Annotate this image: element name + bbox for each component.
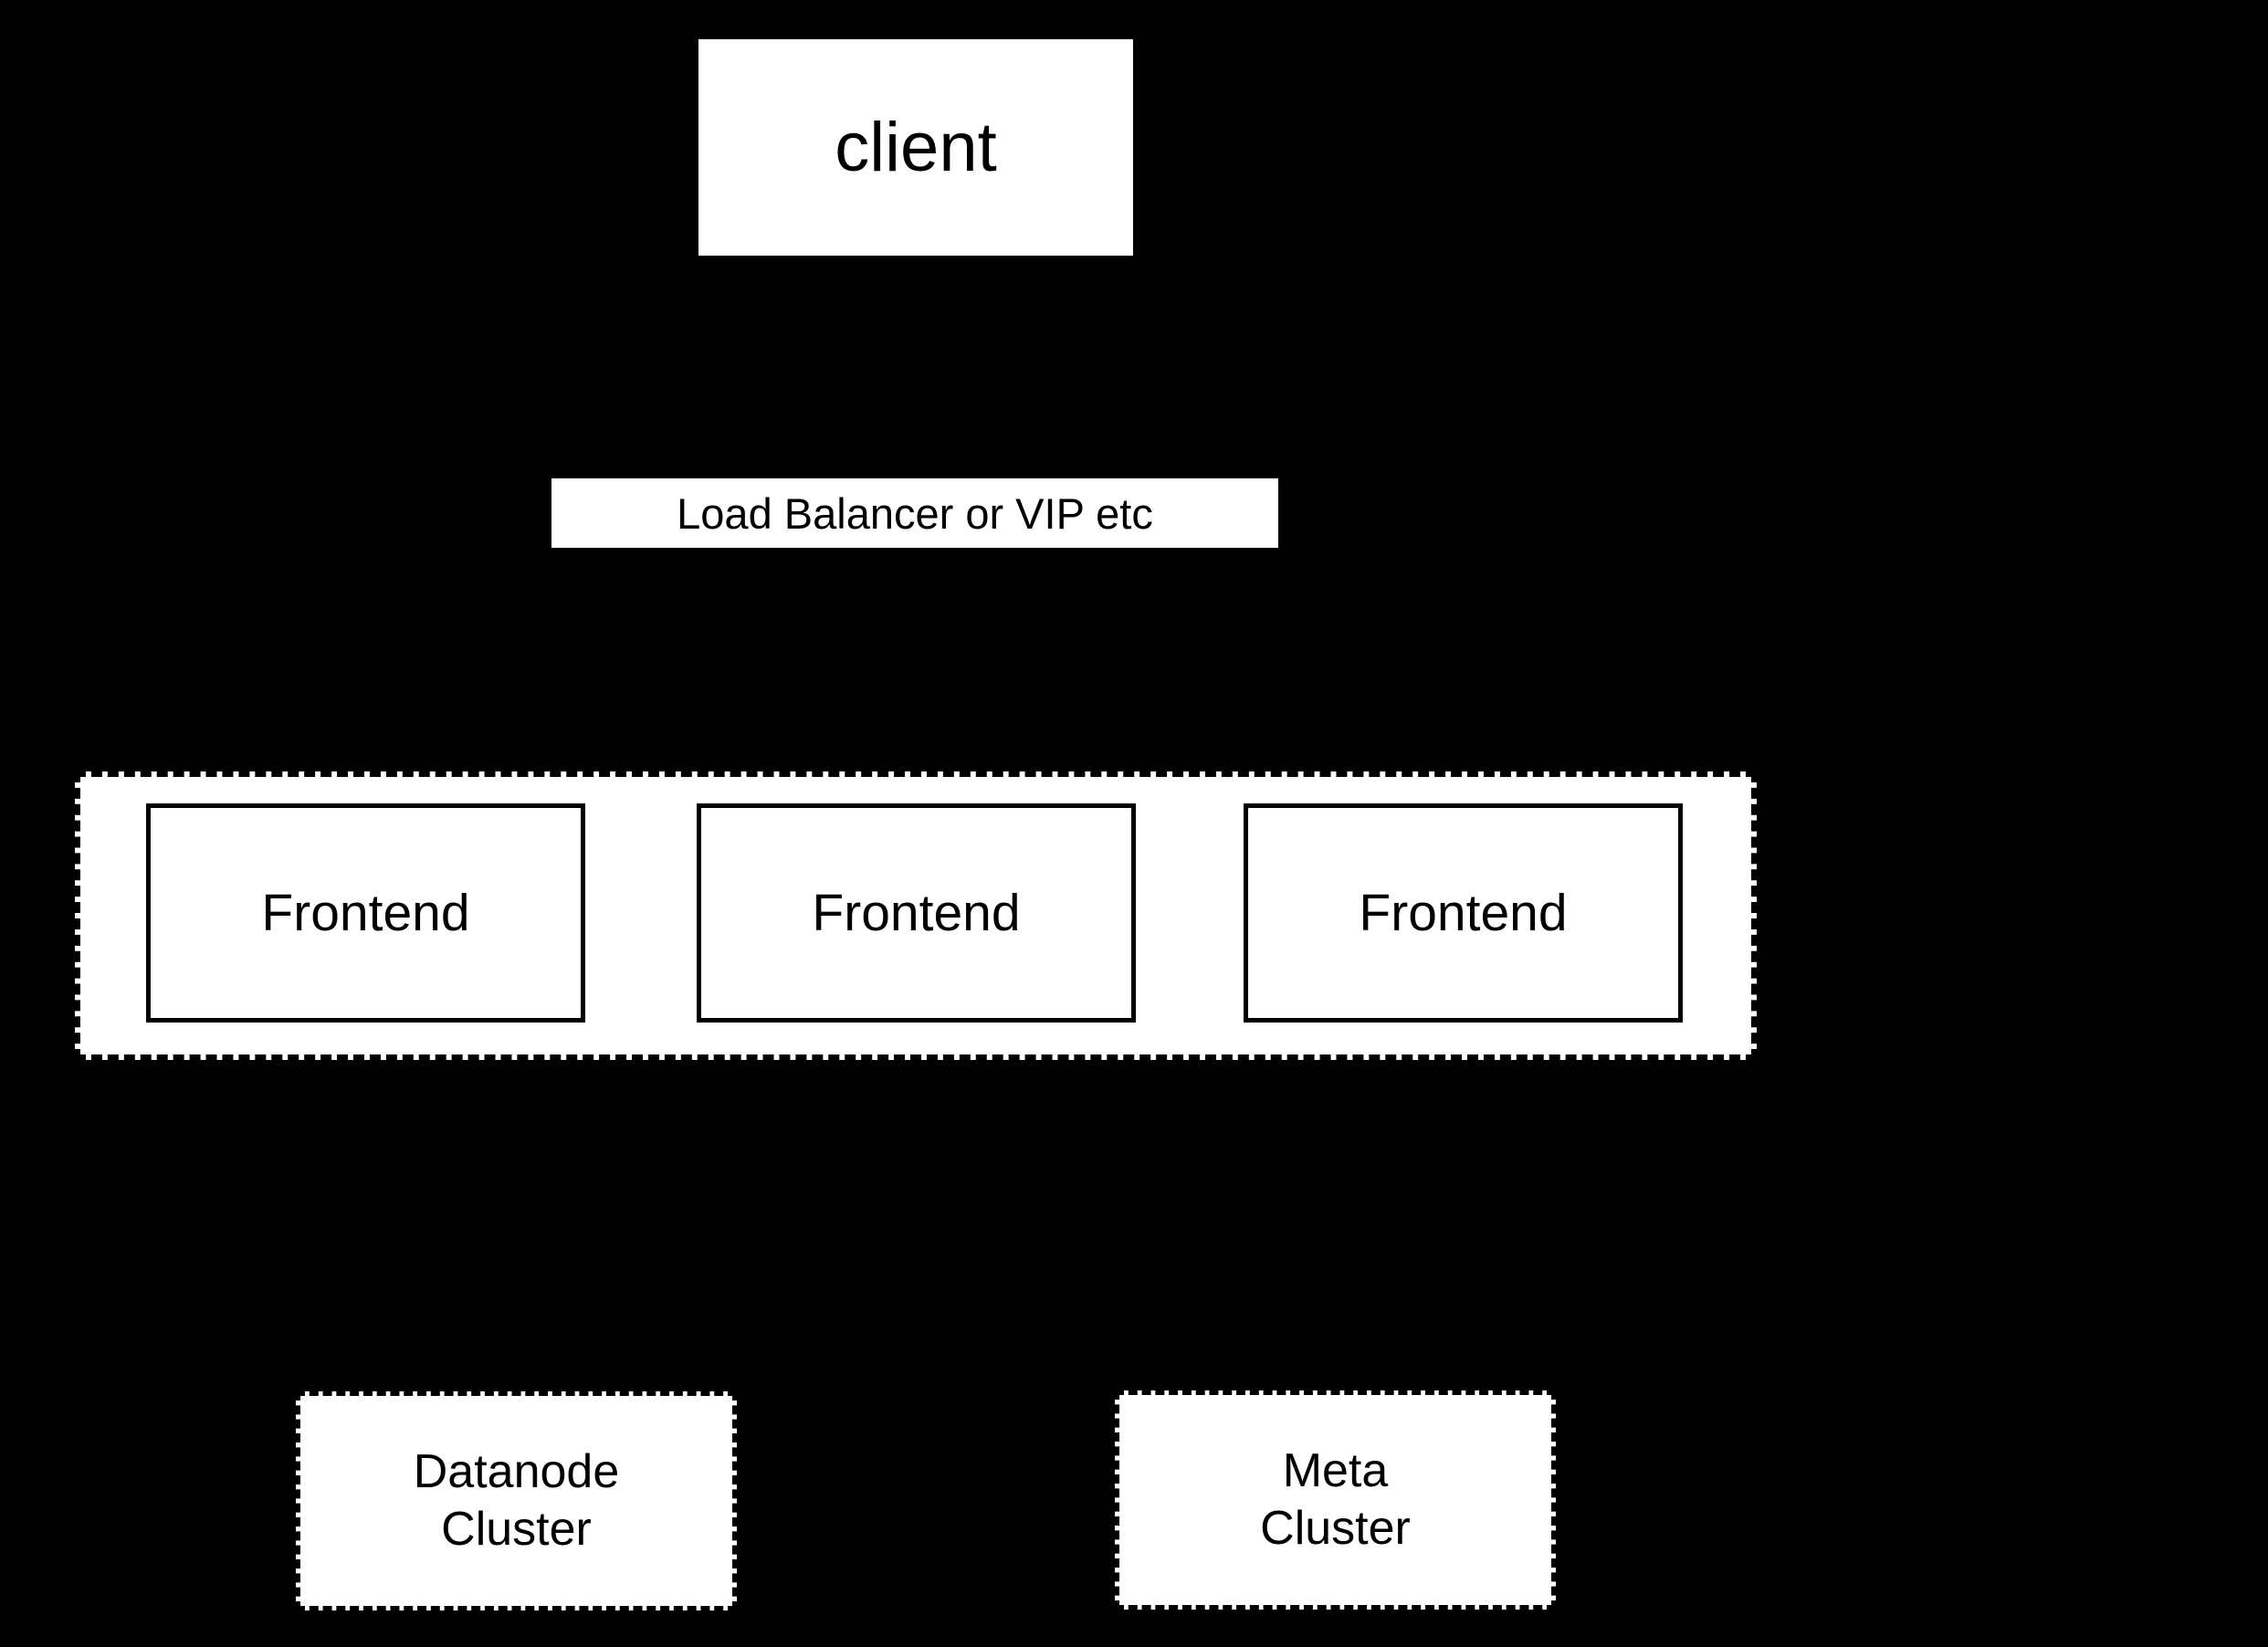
datanode-cluster-node: Datanode Cluster: [296, 1391, 737, 1610]
frontend-node-3: Frontend: [1244, 803, 1683, 1023]
load-balancer-node: Load Balancer or VIP etc: [551, 478, 1278, 548]
frontend-node-1-label: Frontend: [261, 884, 470, 942]
datanode-cluster-label-line1: Datanode: [413, 1445, 620, 1498]
datanode-cluster-label-line2: Cluster: [441, 1503, 592, 1556]
frontend-node-3-label: Frontend: [1359, 884, 1568, 942]
frontend-node-2-label: Frontend: [812, 884, 1021, 942]
meta-cluster-label-line1: Meta: [1282, 1444, 1389, 1497]
client-node: client: [698, 39, 1133, 256]
meta-cluster-label-line2: Cluster: [1260, 1502, 1411, 1555]
frontend-node-1: Frontend: [146, 803, 585, 1023]
meta-cluster-node: Meta Cluster: [1115, 1390, 1556, 1610]
frontend-node-2: Frontend: [697, 803, 1136, 1023]
client-label: client: [835, 109, 997, 186]
load-balancer-label: Load Balancer or VIP etc: [677, 488, 1153, 538]
